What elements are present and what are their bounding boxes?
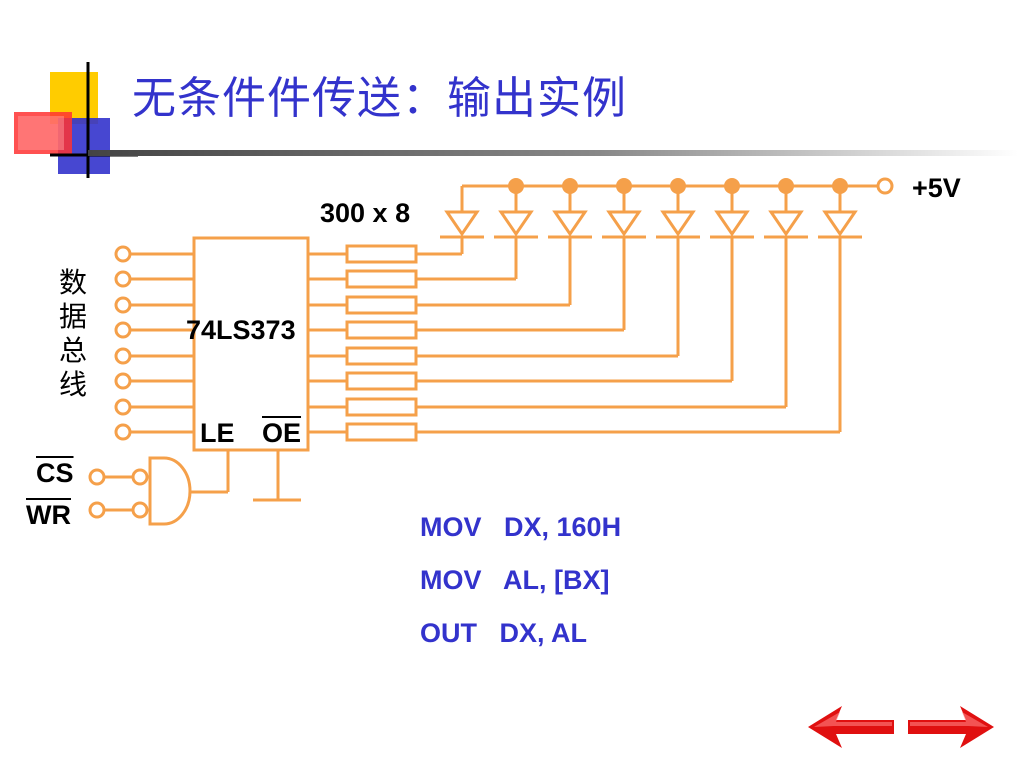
resistor <box>345 269 418 289</box>
bus-input-pin <box>114 372 132 390</box>
page-title: 无条件件传送：输出实例 <box>132 73 627 124</box>
bus-input-pin <box>114 347 132 365</box>
led-diode <box>714 210 750 237</box>
oe-label: OE <box>262 418 302 448</box>
led-diode <box>822 210 858 237</box>
bus-input-pin <box>114 296 132 314</box>
bus-input-pin <box>114 245 132 263</box>
led-diode <box>660 210 696 237</box>
resistor <box>345 244 418 264</box>
bus-input-pin <box>114 270 132 288</box>
le-label: LE <box>200 418 235 448</box>
code-line: MOV AL, [BX] <box>420 565 610 595</box>
bus-input-pin <box>114 398 132 416</box>
and-gate-input-bubble <box>131 501 149 519</box>
resistor <box>345 371 418 391</box>
resistor <box>345 346 418 366</box>
resistor <box>345 320 418 340</box>
chip-label: 74LS373 <box>186 315 296 345</box>
left-arrow-icon <box>808 706 894 748</box>
next-slide-button[interactable] <box>906 702 998 752</box>
voltage-label: +5V <box>912 173 961 203</box>
and-gate <box>148 456 192 526</box>
led-diode <box>606 210 642 237</box>
and-gate-input-bubble <box>131 468 149 486</box>
led-diode <box>768 210 804 237</box>
resistor <box>345 422 418 442</box>
latch-chip <box>192 236 310 452</box>
wr-terminal <box>88 501 106 519</box>
resistor <box>345 397 418 417</box>
resistor-label: 300 x 8 <box>320 198 411 228</box>
led-diode <box>444 210 480 237</box>
led-diode <box>498 210 534 237</box>
right-arrow-icon <box>908 706 994 748</box>
bus-input-pin <box>114 423 132 441</box>
bus-input-pin <box>114 321 132 339</box>
code-line: MOV DX, 160H <box>420 512 622 542</box>
led-diode <box>552 210 588 237</box>
prev-slide-button[interactable] <box>804 702 896 752</box>
title-underline <box>88 150 1018 156</box>
data-bus-label: 数 据 总 线 <box>58 266 87 401</box>
code-line: OUT DX, AL <box>420 618 587 648</box>
vcc-terminal <box>876 177 894 195</box>
cs-label: CS <box>36 458 74 488</box>
resistor <box>345 295 418 315</box>
cs-terminal <box>88 468 106 486</box>
wr-label: WR <box>26 500 71 530</box>
